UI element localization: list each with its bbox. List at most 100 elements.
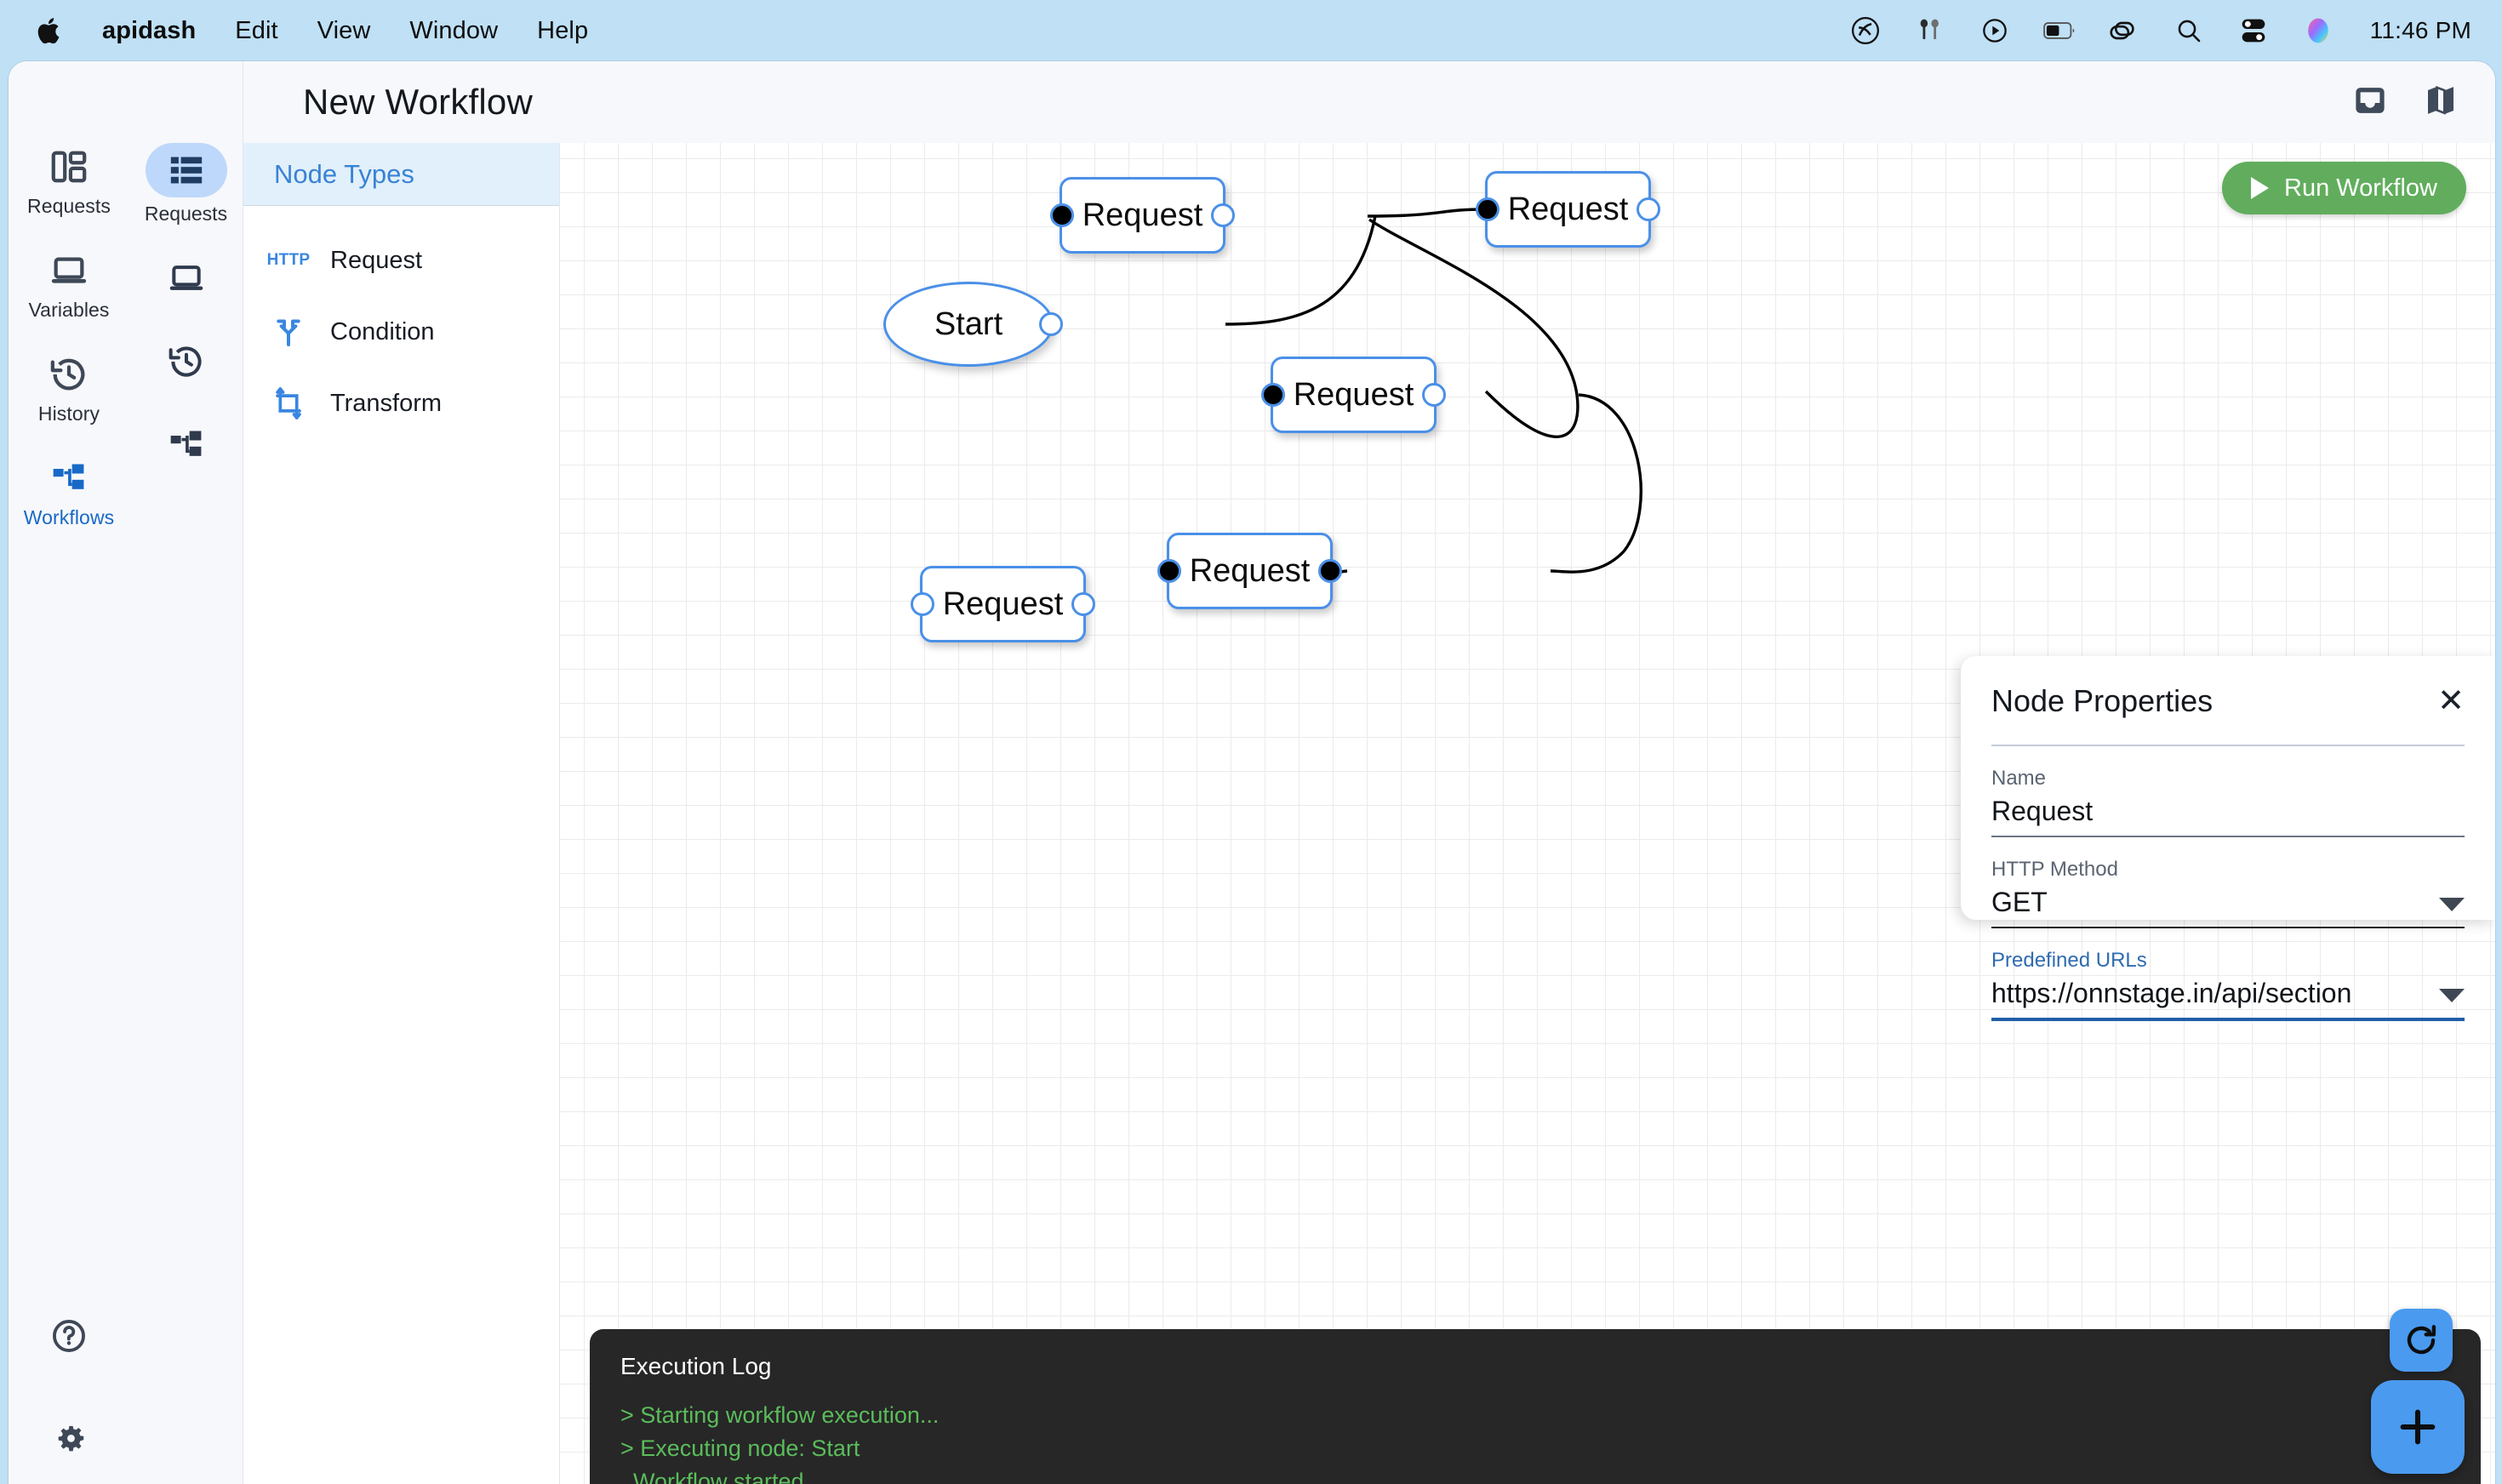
rail2-item-history[interactable]: [146, 334, 227, 389]
execution-log-line: Workflow started: [620, 1469, 804, 1484]
menubar-item-window[interactable]: Window: [409, 16, 499, 44]
refresh-icon: [2407, 1325, 2436, 1355]
node-properties-panel: Node Properties ✕ Name Request HTTP Meth…: [1961, 656, 2495, 1021]
laptop-icon: [49, 247, 89, 294]
workflow-nodes-icon: [170, 431, 201, 456]
sidebar-item-workflows[interactable]: Workflows: [9, 454, 129, 529]
workflow-node-request-3[interactable]: Request: [1261, 357, 1446, 433]
close-icon[interactable]: ✕: [2437, 683, 2465, 719]
sidebar-bottom-actions: [9, 1312, 129, 1462]
workflow-node-start[interactable]: Start: [883, 282, 1063, 367]
transform-crop-icon: [269, 385, 308, 421]
run-workflow-label: Run Workflow: [2284, 174, 2437, 202]
search-icon[interactable]: [2173, 14, 2205, 47]
node-output-port[interactable]: [1637, 197, 1660, 221]
node-type-label: Transform: [330, 389, 443, 417]
workflow-node-request-5[interactable]: Request: [911, 566, 1095, 642]
node-types-panel: Node Types HTTP Request Condition Transf…: [243, 143, 560, 1484]
workflow-node-request-2[interactable]: Request: [1476, 171, 1660, 248]
sidebar-item-variables[interactable]: Variables: [9, 247, 129, 322]
predefined-urls-select[interactable]: https://onnstage.in/api/section: [1991, 978, 2352, 1008]
node-label: Start: [934, 305, 1003, 342]
node-label: Request: [942, 585, 1064, 622]
field-http-method: HTTP Method GET: [1991, 858, 2465, 928]
node-label: Request: [1082, 197, 1203, 233]
node-output-port[interactable]: [1071, 592, 1095, 616]
field-label: Predefined URLs: [1991, 949, 2147, 972]
play-circle-icon[interactable]: [1979, 14, 2011, 47]
plus-icon: [2400, 1409, 2436, 1445]
workflow-node-request-1[interactable]: Request: [1050, 177, 1235, 254]
node-type-condition[interactable]: Condition: [243, 296, 559, 368]
node-type-label: Request: [330, 246, 423, 274]
control-center-icon[interactable]: [2237, 14, 2270, 47]
node-type-label: Condition: [330, 317, 435, 345]
macos-menubar: apidash Edit View Window Help 11:46 PM: [0, 0, 2502, 61]
node-output-port[interactable]: [1422, 383, 1446, 407]
http-text-icon: HTTP: [266, 251, 311, 269]
rail2-item-requests[interactable]: [145, 143, 227, 197]
gear-icon[interactable]: [49, 1414, 89, 1462]
siri-icon[interactable]: [2302, 14, 2334, 47]
creative-cloud-icon[interactable]: [1849, 14, 1882, 47]
workflow-node-request-4[interactable]: Request: [1157, 533, 1342, 609]
workflow-canvas[interactable]: Start Request Request Request Request: [560, 143, 2495, 1484]
chevron-down-icon[interactable]: [2439, 988, 2465, 1002]
menubar-item-edit[interactable]: Edit: [235, 16, 278, 44]
menubar-item-apidash[interactable]: apidash: [102, 16, 197, 44]
execution-log-panel: Execution Log > Starting workflow execut…: [590, 1329, 2481, 1484]
sidebar-item-label: Workflows: [23, 506, 115, 528]
node-output-port[interactable]: [1039, 312, 1063, 336]
node-type-request[interactable]: HTTP Request: [243, 225, 559, 296]
field-underline: [1991, 927, 2465, 928]
menubar-item-help[interactable]: Help: [537, 16, 589, 44]
requests-layout-icon: [49, 143, 89, 191]
rail2-item-variables[interactable]: [146, 251, 227, 305]
link-chain-icon[interactable]: [2108, 14, 2140, 47]
sidebar-item-history[interactable]: History: [9, 351, 129, 425]
node-output-port[interactable]: [1211, 203, 1235, 227]
chevron-down-icon[interactable]: [2439, 897, 2465, 911]
sidebar-rail: Requests Variables History Workflows: [9, 61, 129, 1484]
node-input-port[interactable]: [1261, 383, 1285, 407]
rail2-item-workflows[interactable]: [146, 418, 227, 472]
apple-logo-icon[interactable]: [37, 16, 63, 45]
name-input[interactable]: Request: [1991, 796, 2094, 826]
divider: [1991, 745, 2465, 746]
workflow-nodes-icon: [49, 454, 89, 502]
execution-log-title: Execution Log: [620, 1353, 772, 1379]
app-window: Requests Variables History Workflows: [9, 61, 2495, 1484]
reload-button[interactable]: [2390, 1309, 2453, 1372]
node-input-port[interactable]: [1476, 197, 1499, 221]
map-icon[interactable]: [2424, 83, 2458, 123]
node-label: Request: [1293, 376, 1414, 413]
node-types-title: Node Types: [274, 158, 414, 189]
node-properties-title: Node Properties: [1991, 683, 2214, 718]
node-type-transform[interactable]: Transform: [243, 368, 559, 439]
run-workflow-button[interactable]: Run Workflow: [2222, 162, 2466, 214]
execution-log-line: > Executing node: Start: [620, 1435, 860, 1462]
history-clock-icon: [49, 351, 89, 398]
sidebar-item-label: Requests: [27, 195, 111, 217]
node-input-port[interactable]: [1050, 203, 1074, 227]
inbox-panel-icon[interactable]: [2352, 83, 2388, 123]
play-triangle-icon: [2251, 177, 2270, 199]
http-method-select[interactable]: GET: [1991, 887, 2048, 917]
airpods-icon[interactable]: [1914, 14, 1946, 47]
menubar-item-view[interactable]: View: [317, 16, 371, 44]
collection-list-icon: [170, 157, 202, 184]
node-label: Request: [1507, 191, 1629, 227]
node-output-port[interactable]: [1318, 559, 1342, 583]
field-label: Name: [1991, 767, 2047, 790]
field-label: HTTP Method: [1991, 858, 2118, 881]
node-input-port[interactable]: [911, 592, 934, 616]
question-circle-icon[interactable]: [50, 1312, 88, 1360]
add-node-button[interactable]: [2371, 1380, 2465, 1474]
sidebar-item-requests[interactable]: Requests: [9, 143, 129, 218]
field-underline: [1991, 836, 2465, 837]
field-name: Name Request: [1991, 767, 2465, 837]
node-input-port[interactable]: [1157, 559, 1181, 583]
execution-log-line: > Starting workflow execution...: [620, 1402, 940, 1428]
battery-icon[interactable]: [2042, 14, 2076, 47]
secondary-rail: Requests: [129, 61, 243, 1484]
